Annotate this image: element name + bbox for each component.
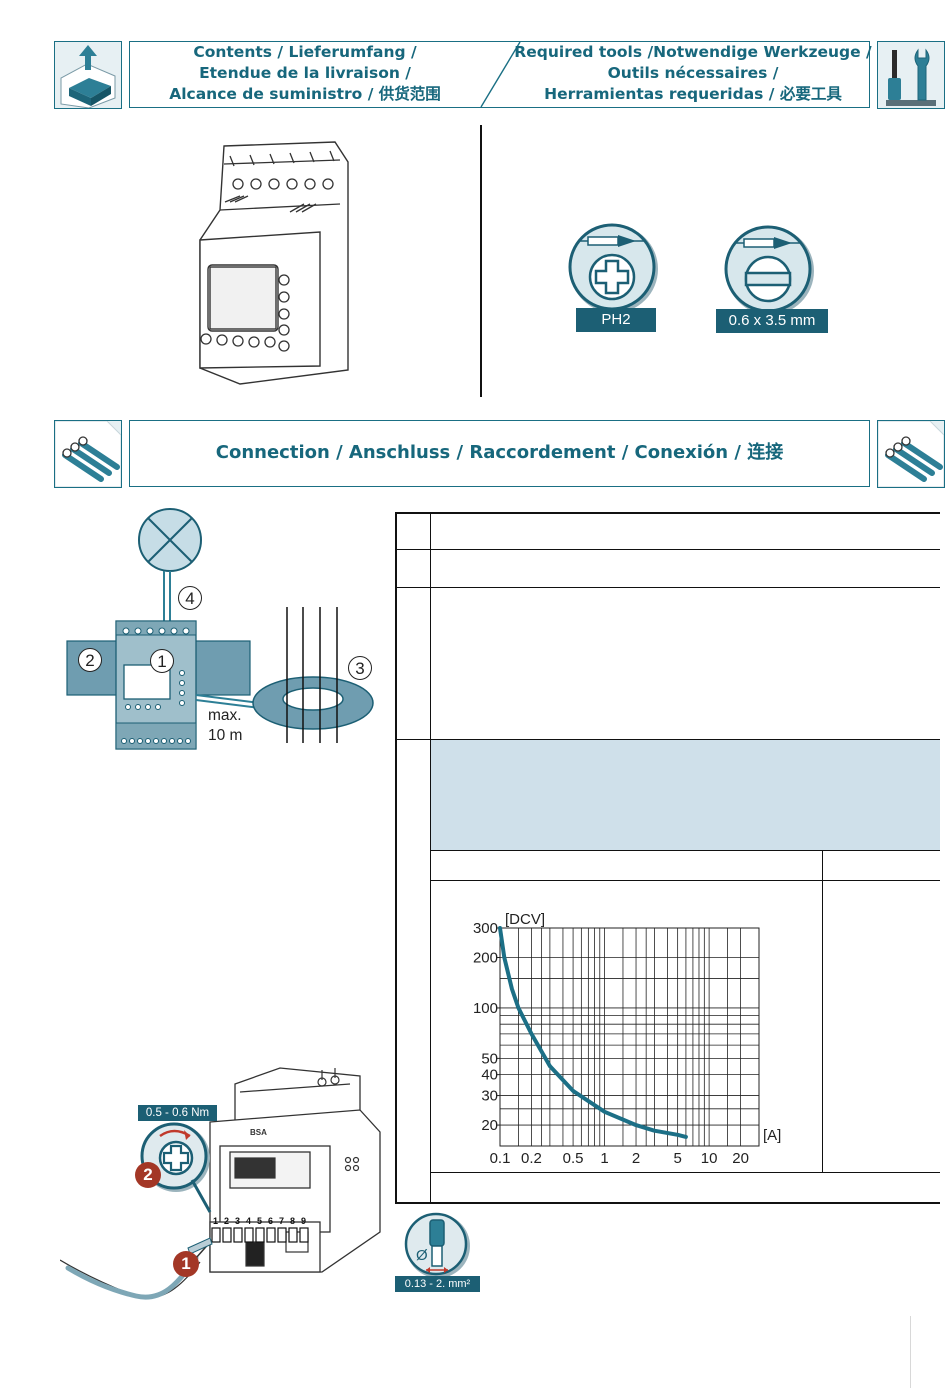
contents-header <box>129 41 870 108</box>
chart-x-tick-label: 0.1 <box>490 1150 511 1165</box>
terminal-slot <box>277 1227 287 1243</box>
device-marking-text: BSA <box>250 1128 267 1137</box>
flat-size-label: 0.6 x 3.5 mm <box>716 309 828 333</box>
table-highlight-row <box>431 739 940 850</box>
step-1-badge: 1 <box>181 1254 191 1273</box>
header-divider-slash <box>480 41 521 108</box>
terminal-slot <box>299 1227 309 1243</box>
terminal-slot <box>222 1227 232 1243</box>
contents-title-line-1: Contents / Lieferumfang / <box>193 43 417 61</box>
chart-x-tick-label: 0.2 <box>521 1150 542 1165</box>
page-margin-mark <box>910 1316 911 1388</box>
chart-y-axis-label: [DCV] <box>505 911 545 928</box>
diameter-symbol: Ø <box>416 1247 428 1264</box>
tools-title-line-1: Required tools /Notwendige Werkzeuge / <box>514 43 872 61</box>
max-distance-line-2: 10 m <box>208 727 243 744</box>
connection-diagram <box>66 508 374 750</box>
chart-x-tick-label: 1 <box>600 1150 608 1165</box>
contents-title: Contents / Lieferumfang / Etendue de la … <box>140 42 470 105</box>
tools-title-line-3: Herramientas requeridas / 必要工具 <box>544 85 842 103</box>
chart-y-tick-label: 50 <box>481 1050 498 1067</box>
terminal-slot <box>288 1227 298 1243</box>
spec-table <box>395 512 940 1204</box>
connection-icon-left <box>54 420 122 488</box>
terminal-number: 7 <box>279 1216 284 1226</box>
tools-icon <box>877 41 945 109</box>
callout-2: 2 <box>78 648 102 672</box>
terminal-slot <box>233 1227 243 1243</box>
chart-x-tick-label: 0.5 <box>563 1150 584 1165</box>
contents-title-line-3: Alcance de suministro / 供货范围 <box>169 85 441 103</box>
chart-series-line <box>498 926 688 1139</box>
connection-header <box>129 420 870 487</box>
wire-ferrule-icon: Ø <box>404 1212 470 1278</box>
wire-cross-section-label: 0.13 - 2. mm² <box>395 1276 480 1292</box>
chart-y-tick-label: 200 <box>473 950 498 967</box>
chart-x-tick-label: 20 <box>732 1150 749 1165</box>
terminal-slot <box>255 1227 265 1243</box>
chart-x-axis-label: [A] <box>763 1127 781 1144</box>
section-divider-vertical <box>480 125 482 397</box>
terminal-slot <box>266 1227 276 1243</box>
chart-y-tick-label: 20 <box>481 1117 498 1134</box>
chart-y-tick-label: 300 <box>473 920 498 937</box>
box-contents-icon <box>54 41 122 109</box>
callout-3: 3 <box>348 656 372 680</box>
terminal-slot <box>211 1227 221 1243</box>
tools-title: Required tools /Notwendige Werkzeuge / O… <box>510 42 876 105</box>
chart-y-tick-label: 40 <box>481 1067 498 1084</box>
connection-icon-right <box>877 420 945 488</box>
terminal-number: 3 <box>235 1216 240 1226</box>
terminal-slot <box>244 1227 254 1243</box>
connection-title: Connection / Anschluss / Raccordement / … <box>215 442 784 463</box>
device-illustration <box>199 141 349 385</box>
chart-x-tick-label: 2 <box>632 1150 640 1165</box>
terminal-number: 2 <box>224 1216 229 1226</box>
contents-title-line-2: Etendue de la livraison / <box>199 64 411 82</box>
tools-title-line-2: Outils nécessaires / <box>607 64 779 82</box>
terminal-number: 4 <box>246 1216 251 1226</box>
terminal-number: 9 <box>301 1216 306 1226</box>
step-2-badge: 2 <box>143 1165 153 1184</box>
terminal-number: 6 <box>268 1216 273 1226</box>
terminal-number: 1 <box>213 1216 218 1226</box>
max-distance-label: max. 10 m <box>208 706 242 746</box>
chart-y-tick-label: 100 <box>473 1000 498 1017</box>
chart-y-tick-label: 30 <box>481 1088 498 1105</box>
max-distance-line-1: max. <box>208 707 242 724</box>
callout-1: 1 <box>150 649 174 673</box>
phillips-screwdriver-icon <box>568 223 658 313</box>
chart-frame <box>499 927 760 1147</box>
flat-screwdriver-icon <box>724 225 814 315</box>
torque-value-label: 0.5 - 0.6 Nm <box>138 1105 217 1121</box>
phillips-size-label: PH2 <box>576 308 656 332</box>
callout-4: 4 <box>178 586 202 610</box>
chart-x-tick-label: 10 <box>701 1150 718 1165</box>
terminal-number: 5 <box>257 1216 262 1226</box>
terminal-number: 8 <box>290 1216 295 1226</box>
chart-x-tick-label: 5 <box>673 1150 681 1165</box>
